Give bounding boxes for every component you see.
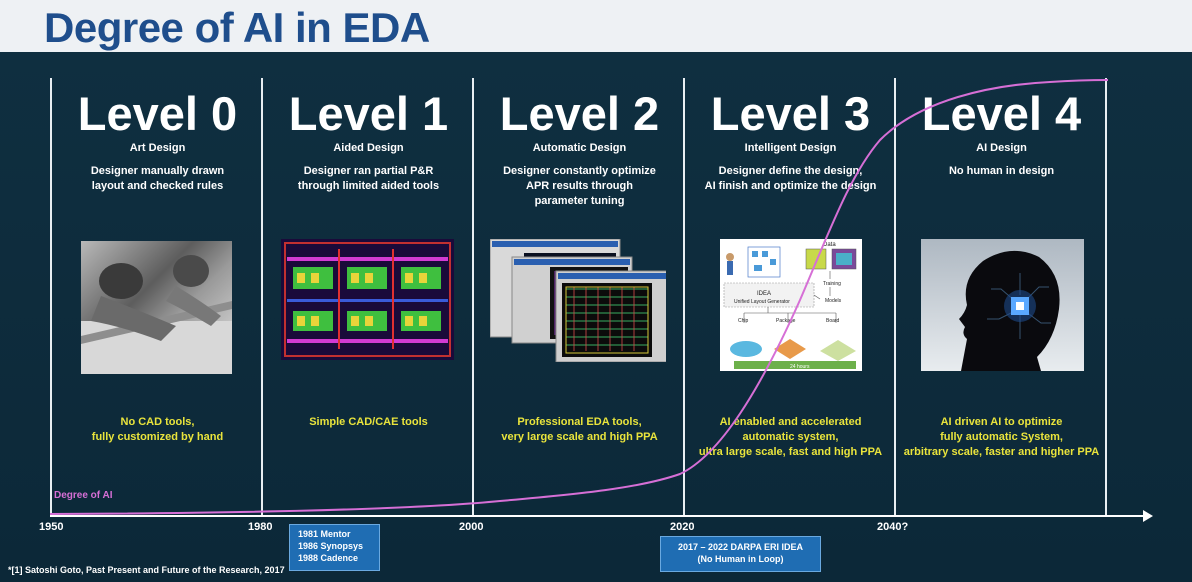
darpa-note: (No Human in Loop) [697,554,784,564]
idea-chip-label: Chip [738,318,749,324]
level-0-title: Level 0 [77,87,238,140]
level-0-photo [81,241,232,374]
year-2020: 2020 [670,521,695,533]
level-0-tools: No CAD tools, fully customized by hand [91,416,224,443]
level-3-idea-figure: Data IDEA Unified Layout Generator Train… [720,239,862,371]
level-1-tools: Simple CAD/CAE tools [309,416,428,428]
degree-of-ai-label: Degree of AI [54,490,113,501]
level-1-layout-image [281,239,454,360]
idea-data-label: Data [823,242,836,248]
footnote: *[1] Satoshi Goto, Past Present and Futu… [8,565,285,575]
timeline-arrow-icon [1143,510,1153,522]
level-3-subtitle: Intelligent Design [744,142,837,154]
level-2-title: Level 2 [499,87,660,140]
separator-1 [50,78,52,515]
level-2-apr-screens [490,239,666,362]
year-2000: 2000 [459,521,484,533]
vendor-synopsys: 1986 Synopsys [298,541,364,551]
level-1-title: Level 1 [288,87,449,140]
idea-generator-label: Unified Layout Generator [734,299,790,305]
title-bar: Degree of AI in EDA [0,0,1192,52]
level-2-subtitle: Automatic Design [532,142,627,154]
level-3-title: Level 3 [710,87,871,140]
level-3-tools: AI enabled and accelerated automatic sys… [698,416,883,458]
darpa-program: 2017 – 2022 DARPA ERI IDEA [677,542,804,552]
idea-board-label: Board [826,318,840,324]
eda-vendors-box: 1981 Mentor 1986 Synopsys 1988 Cadence [289,524,380,571]
idea-label: IDEA [757,291,771,297]
year-1950: 1950 [39,521,64,533]
level-1-subtitle: Aided Design [333,142,404,154]
slide-title: Degree of AI in EDA [44,4,430,51]
separator-6 [1105,78,1107,515]
level-4-description: No human in design [948,165,1055,177]
level-4-ai-head-image [921,239,1084,371]
level-3-description: Designer define the design, AI finish an… [704,165,877,192]
separator-2 [261,78,263,515]
separator-4 [683,78,685,515]
level-2-description: Designer constantly optimize APR results… [503,165,656,207]
level-4-subtitle: AI Design [976,142,1027,154]
darpa-idea-box: 2017 – 2022 DARPA ERI IDEA (No Human in … [660,536,821,572]
idea-time-label: 24 hours [790,364,810,370]
vendor-cadence: 1988 Cadence [298,553,359,563]
vendor-mentor: 1981 Mentor [298,529,351,539]
level-1-description: Designer ran partial P&R through limited… [297,165,440,192]
separator-3 [472,78,474,515]
timeline-axis [50,515,1147,517]
idea-models-label: Models [825,298,842,304]
level-4-title: Level 4 [921,87,1082,140]
level-4-tools: AI driven AI to optimize fully automatic… [903,416,1100,458]
level-2-tools: Professional EDA tools, very large scale… [501,416,658,443]
year-1980: 1980 [248,521,273,533]
idea-training-label: Training [823,281,841,287]
separator-5 [894,78,896,515]
idea-package-label: Package [776,318,796,324]
level-0-description: Designer manually drawn layout and check… [90,165,225,192]
year-2040: 2040? [877,521,909,533]
level-0-subtitle: Art Design [129,142,186,154]
